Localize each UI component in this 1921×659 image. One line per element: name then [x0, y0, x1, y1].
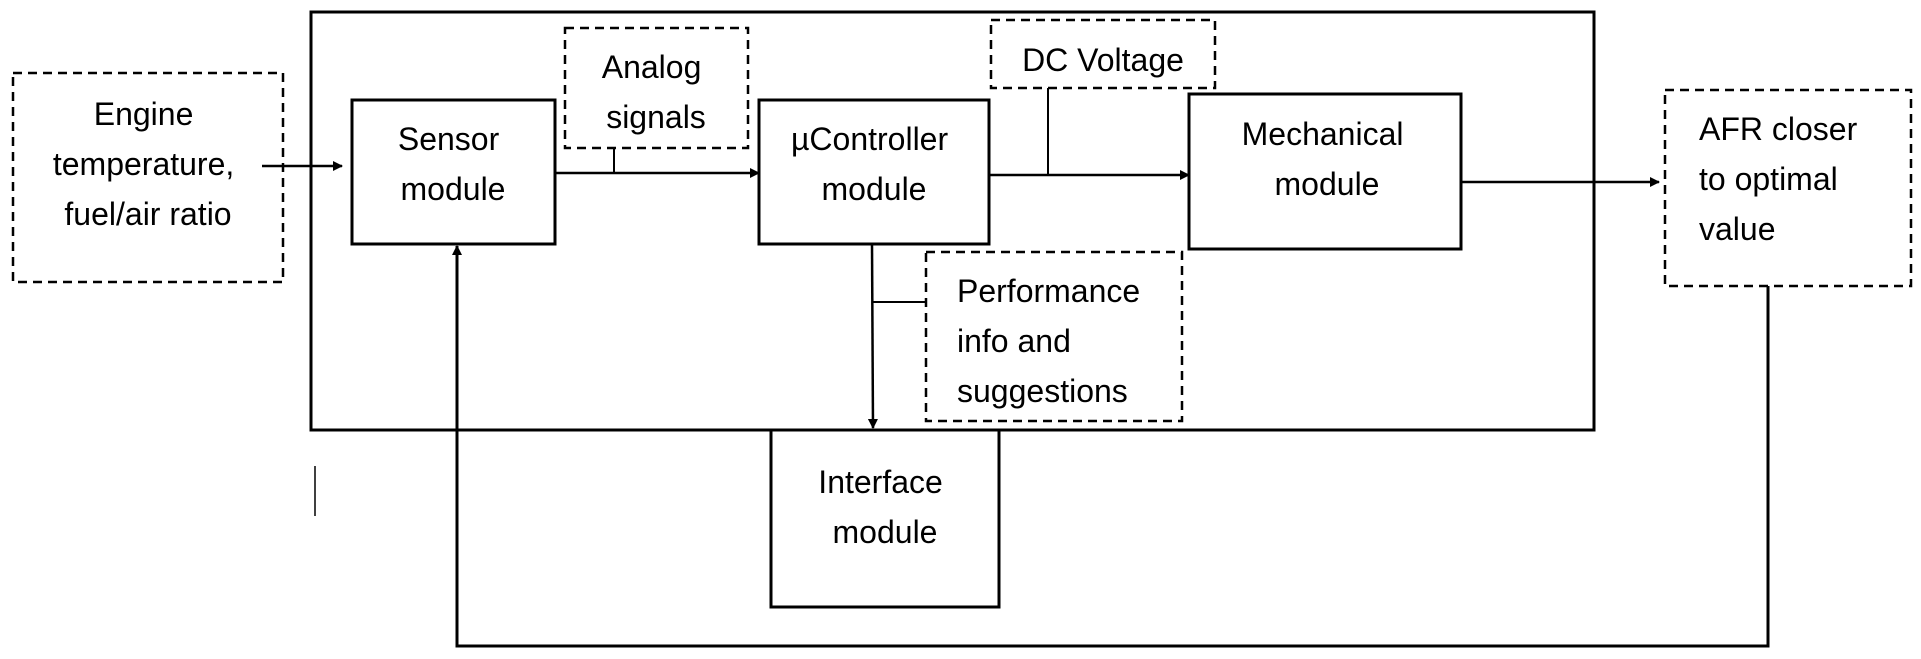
dc-voltage-label: DC Voltage [1022, 42, 1184, 78]
mechanical-module-line-1: Mechanical [1242, 116, 1404, 152]
performance-info-box: Performance info and suggestions [924, 250, 1184, 423]
svg-text:Sensor module: Sensor module [398, 121, 508, 207]
sensor-module-line-1: Sensor [398, 121, 500, 157]
afr-output-box: AFR closer to optimal value [1663, 88, 1913, 288]
svg-text:Interface module: Interface module [818, 464, 951, 550]
interface-module-block: Interface module [769, 428, 1001, 609]
svg-text:AFR closer to optimal: AFR closer to optimal value [1699, 111, 1866, 247]
microcontroller-module-line-2: module [822, 171, 927, 207]
mechanical-module-line-2: module [1275, 166, 1380, 202]
performance-info-line-2: info and [957, 323, 1071, 359]
mechanical-module-block: Mechanical module [1187, 92, 1463, 251]
afr-output-line-1: AFR closer [1699, 111, 1858, 147]
controller-to-interface-arrow [867, 243, 878, 429]
dc-voltage-box: DC Voltage [989, 18, 1217, 90]
analog-signals-line-2: signals [606, 99, 706, 135]
microcontroller-module-block: µController module [757, 98, 991, 246]
sensor-module-block: Sensor module [350, 98, 557, 246]
input-conditions-line-1: Engine [94, 96, 194, 132]
afr-output-line-2: to optimal [1699, 161, 1838, 197]
svg-text:Engine temperature,: Engine temperature, fuel/air ratio [53, 96, 243, 232]
input-conditions-line-2: temperature, [53, 146, 234, 182]
interface-module-line-2: module [833, 514, 938, 550]
analog-signals-line-1: Analog [602, 49, 702, 85]
input-conditions-line-3: fuel/air ratio [64, 196, 231, 232]
analog-signals-box: Analog signals [563, 26, 750, 150]
feedback-loop-arrow [452, 245, 1770, 648]
interface-module-line-1: Interface [818, 464, 943, 500]
afr-output-line-3: value [1699, 211, 1776, 247]
svg-text:Mechanical module: Mechanical module [1242, 116, 1413, 202]
performance-info-line-3: suggestions [957, 373, 1128, 409]
svg-text:µController module: µController module [791, 121, 957, 207]
sensor-module-line-2: module [401, 171, 506, 207]
input-conditions-box: Engine temperature, fuel/air ratio [11, 71, 285, 284]
performance-info-line-1: Performance [957, 273, 1140, 309]
microcontroller-module-line-1: µController [791, 121, 949, 157]
svg-text:Performance info and: Performance info and suggestions [957, 273, 1149, 409]
svg-text:Analog signals: Analog signals [602, 49, 711, 135]
